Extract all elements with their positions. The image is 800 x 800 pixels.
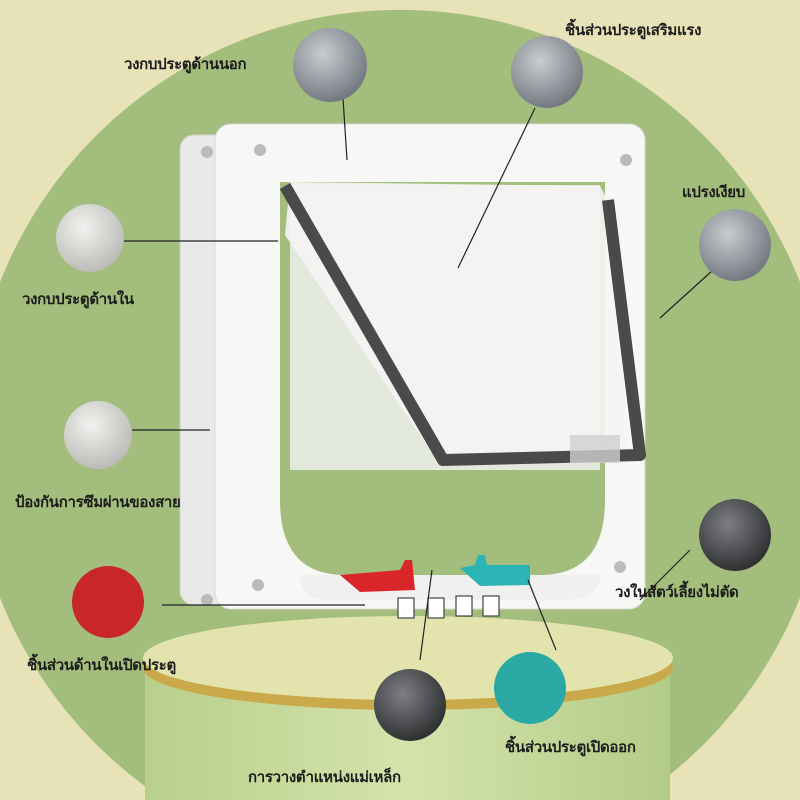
label-reinforced-part: ชิ้นส่วนประตูเสริมแรง: [565, 21, 702, 39]
cat-door-product: [179, 123, 646, 619]
label-inner-frame: วงกบประตูด้านใน: [22, 290, 134, 308]
label-leak-protection: ป้องกันการซึมผ่านของสาย: [15, 493, 181, 511]
label-inner-open-part: ชิ้นส่วนด้านในเปิดประตู: [27, 656, 176, 674]
label-magnet-position: การวางตำแหน่งแม่เหล็ก: [248, 768, 401, 786]
teal-lock-tab: [460, 555, 530, 586]
magnet-position-detail-circle: [374, 669, 446, 741]
outward-open-part-detail-circle: [494, 652, 566, 724]
leak-protection-detail-circle: [64, 401, 132, 469]
outer-frame-detail-circle: [293, 28, 367, 102]
label-pet-safe-ring: วงในสัตว์เลี้ยงไม่ตัด: [615, 583, 739, 601]
mode-icons: [397, 595, 500, 619]
red-lock-tab: [340, 560, 415, 592]
pet-safe-ring-detail-circle: [699, 499, 771, 571]
inner-open-part-detail-circle: [72, 566, 144, 638]
label-outer-frame: วงกบประตูด้านนอก: [124, 55, 247, 73]
reinforced-part-detail-circle: [511, 36, 583, 108]
leader-lines: [123, 97, 714, 661]
label-outward-open-part: ชิ้นส่วนประตูเปิดออก: [505, 738, 636, 756]
label-silent-brush: แปรงเงียบ: [682, 183, 745, 201]
silent-brush-detail-circle: [699, 209, 771, 281]
inner-frame-detail-circle: [56, 204, 124, 272]
